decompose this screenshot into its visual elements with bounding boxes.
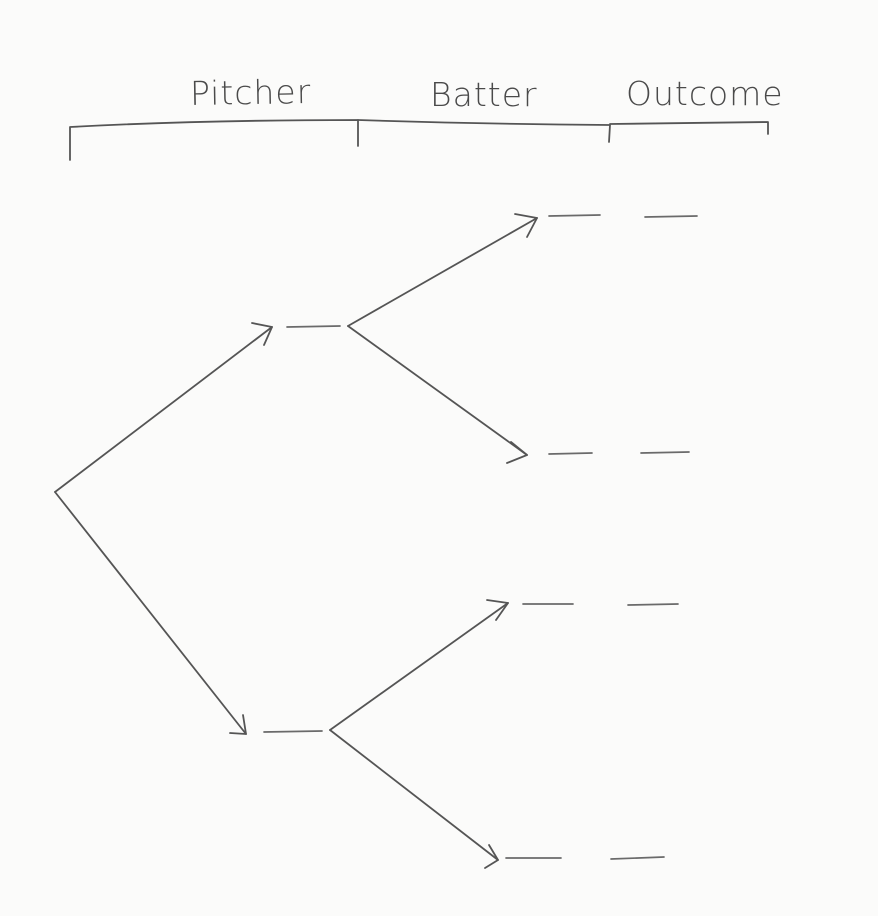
header-batter: Batter: [430, 75, 538, 114]
bracket-outcome: [609, 121, 769, 135]
arrowhead-upper-lower: [506, 441, 528, 464]
arrowhead-upper: [251, 322, 273, 346]
outcome-blanks: [505, 214, 698, 860]
outcome-blank-4: [610, 856, 665, 860]
branch-lower: [54, 491, 247, 735]
pitcher-branches: [54, 322, 273, 735]
blank-upper: [286, 325, 341, 328]
outcome-blank-2: [640, 451, 690, 454]
branch-lower-lower: [329, 729, 499, 861]
pitcher-blanks: [263, 325, 341, 733]
branch-upper: [54, 326, 273, 493]
header-brackets: [69, 119, 769, 161]
blank-lower: [263, 730, 323, 733]
arrowhead-lower: [229, 714, 247, 735]
outcome-blank-1: [644, 215, 698, 218]
outcome-blank-3: [627, 603, 679, 606]
header-outcome: Outcome: [626, 74, 784, 113]
bracket-batter: [357, 119, 611, 143]
arrowhead-upper-upper: [514, 213, 538, 238]
branch-upper-lower: [347, 325, 528, 456]
arrowhead-lower-lower: [484, 844, 499, 869]
batter-branches: [329, 213, 538, 869]
batter-blank-1: [548, 214, 601, 217]
branch-upper-upper: [347, 217, 538, 327]
bracket-pitcher: [69, 119, 359, 161]
branch-lower-upper: [329, 602, 509, 731]
batter-blank-2: [548, 452, 593, 455]
arrowhead-lower-upper: [486, 599, 509, 621]
